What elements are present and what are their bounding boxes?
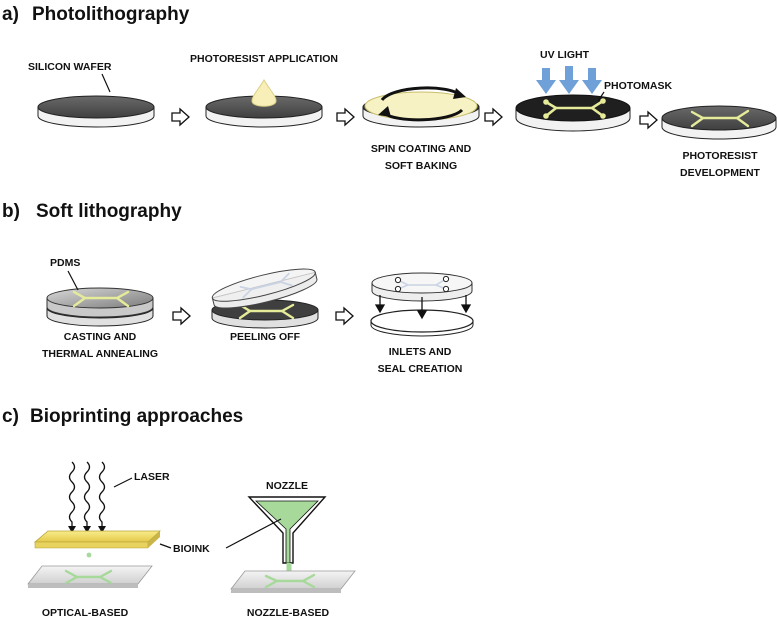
section-a-title: Photolithography bbox=[32, 4, 190, 25]
laser-pointer bbox=[113, 477, 133, 488]
casting-caption-line1: CASTING AND bbox=[64, 331, 137, 343]
optical-based-caption: OPTICAL-BASED bbox=[42, 607, 129, 619]
bonding-arrows bbox=[374, 295, 472, 320]
silicon-wafer-label: SILICON WAFER bbox=[28, 61, 112, 73]
spin-coating-caption-line2: SOFT BAKING bbox=[385, 160, 457, 172]
bioink-droplet bbox=[86, 552, 92, 558]
casting-caption-line2: THERMAL ANNEALING bbox=[42, 348, 158, 360]
section-c-title: Bioprinting approaches bbox=[30, 406, 243, 427]
pdms-label: PDMS bbox=[50, 257, 80, 269]
pdms-pointer bbox=[67, 270, 79, 291]
section-b-letter: b) bbox=[2, 201, 20, 222]
flow-arrow bbox=[172, 306, 191, 326]
uv-light-label: UV LIGHT bbox=[540, 49, 590, 61]
peeling-caption: PEELING OFF bbox=[230, 331, 301, 343]
section-c-letter: c) bbox=[2, 406, 19, 427]
developed-wafer bbox=[661, 105, 777, 140]
uv-light-arrows bbox=[536, 66, 602, 94]
silicon-wafer bbox=[37, 95, 155, 128]
flow-arrow bbox=[484, 107, 503, 127]
bioink-pointer bbox=[159, 543, 172, 549]
pdms-peeling bbox=[211, 268, 319, 329]
section-b-title: Soft lithography bbox=[36, 201, 182, 222]
nozzle-label: NOZZLE bbox=[266, 480, 308, 492]
bioink-label: BIOINK bbox=[173, 543, 210, 555]
wafer-with-droplet bbox=[205, 79, 323, 128]
nozzle-bioink-pointer bbox=[225, 518, 282, 549]
pdms-casting bbox=[46, 287, 154, 327]
photomask-exposure bbox=[515, 66, 631, 132]
flow-arrow bbox=[171, 107, 190, 127]
spin-coated-wafer bbox=[362, 86, 480, 128]
inlets-caption-line1: INLETS AND bbox=[389, 346, 452, 358]
silicon-wafer-pointer bbox=[101, 73, 111, 93]
inlets-and-seal bbox=[370, 272, 474, 337]
inlets-caption-line2: SEAL CREATION bbox=[378, 363, 463, 375]
section-a: a) Photolithography SILICON WAFER PHOTOR… bbox=[2, 4, 777, 179]
photoresist-droplet bbox=[251, 79, 277, 107]
section-a-letter: a) bbox=[2, 4, 19, 25]
optical-based-printer bbox=[27, 461, 162, 588]
photomask-pointer bbox=[597, 91, 605, 102]
laser-label: LASER bbox=[134, 471, 170, 483]
flow-arrow bbox=[336, 107, 355, 127]
photoresist-application-label: PHOTORESIST APPLICATION bbox=[190, 53, 338, 65]
nozzle-based-caption: NOZZLE-BASED bbox=[247, 607, 330, 619]
bioink-layer bbox=[33, 530, 162, 543]
print-substrate bbox=[27, 565, 153, 585]
development-caption-line2: DEVELOPMENT bbox=[680, 167, 761, 179]
flow-arrow bbox=[639, 110, 658, 130]
section-c: c) Bioprinting approaches bbox=[2, 406, 356, 619]
nozzle-based-printer bbox=[230, 496, 356, 593]
flow-arrow bbox=[335, 306, 354, 326]
development-caption-line1: PHOTORESIST bbox=[682, 150, 758, 162]
spin-coating-caption-line1: SPIN COATING AND bbox=[371, 143, 472, 155]
photomask-label: PHOTOMASK bbox=[604, 80, 672, 92]
section-b: b) Soft lithography PDMS CASTING AND THE… bbox=[2, 201, 474, 375]
laser-beams bbox=[68, 461, 106, 530]
